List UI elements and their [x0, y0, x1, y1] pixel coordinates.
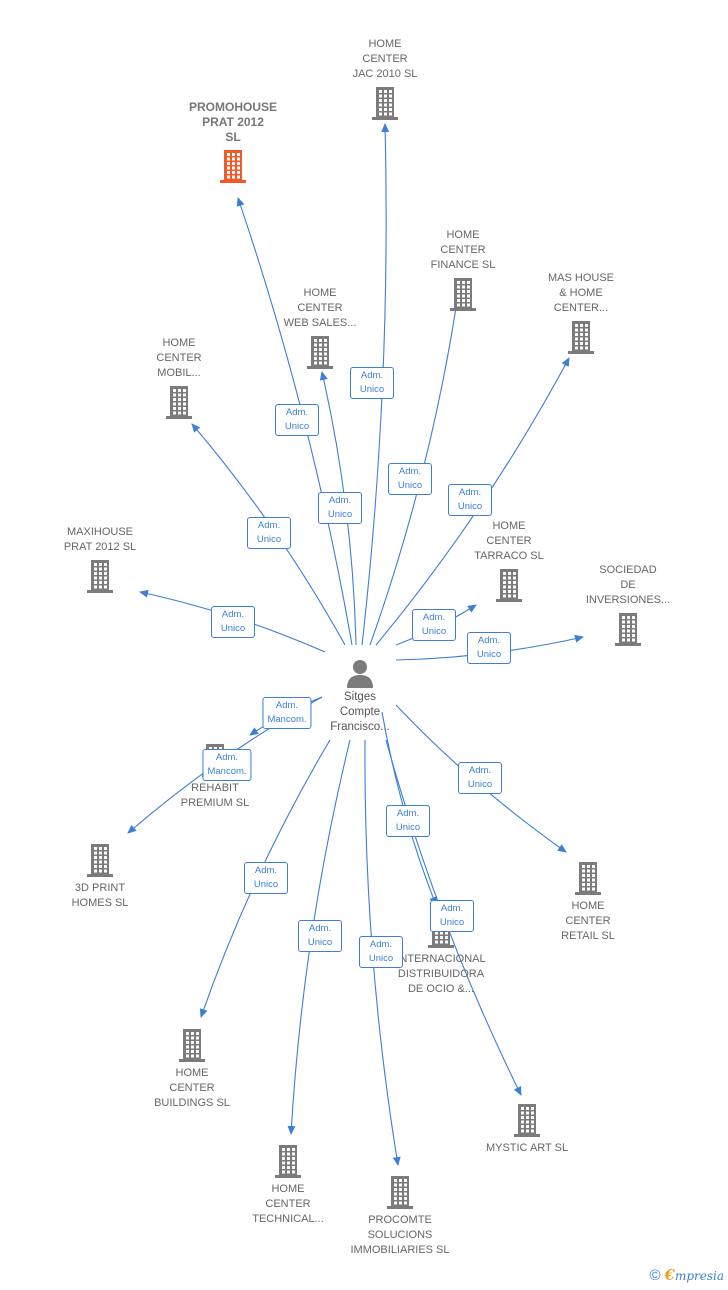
company-label: HOME CENTER TECHNICAL...	[252, 1183, 324, 1225]
brand-name: mpresia	[674, 1269, 724, 1283]
company-node-retail[interactable]: HOME CENTER RETAIL SL	[523, 860, 653, 944]
relation-label-finance[interactable]: Adm. Unico	[388, 463, 432, 495]
company-label: HOME CENTER MOBIL...	[156, 337, 202, 379]
relation-label-rehabit[interactable]: Adm. Mancom.	[262, 697, 312, 729]
company-label: HOME CENTER JAC 2010 SL	[352, 38, 418, 80]
building-icon	[450, 278, 476, 311]
relation-label-retail[interactable]: Adm. Unico	[458, 762, 502, 794]
building-icon	[166, 386, 192, 419]
company-node-procomte[interactable]: PROCOMTE SOLUCIONS IMMOBILIARIES SL	[335, 1174, 465, 1258]
brand-logo[interactable]: €mpresia	[665, 1266, 725, 1284]
company-label: MAXIHOUSE PRAT 2012 SL	[63, 526, 137, 553]
building-icon	[87, 844, 113, 877]
relation-label-jac2010[interactable]: Adm. Unico	[350, 367, 394, 399]
relation-label-3dprint[interactable]: Adm. Mancom.	[202, 749, 252, 781]
building-icon	[514, 1104, 540, 1137]
company-node-buildings[interactable]: HOME CENTER BUILDINGS SL	[127, 1027, 257, 1111]
building-icon	[387, 1176, 413, 1209]
copyright-symbol: ©	[649, 1266, 661, 1284]
company-label: INTERNACIONAL DISTRIBUIDORA DE OCIO &...	[396, 953, 486, 995]
relation-label-promohouse[interactable]: Adm. Unico	[275, 404, 319, 436]
relation-label-tarraco[interactable]: Adm. Unico	[412, 609, 456, 641]
building-highlight-icon	[220, 150, 246, 183]
building-icon	[496, 569, 522, 602]
company-node-promohouse[interactable]: PROMOHOUSE PRAT 2012 SL	[168, 100, 298, 184]
relation-label-technical[interactable]: Adm. Unico	[298, 920, 342, 952]
relation-label-mashouse[interactable]: Adm. Unico	[448, 484, 492, 516]
center-person-label: Sitges Compte Francisco...	[330, 691, 390, 733]
building-icon	[372, 87, 398, 120]
footer-credit: © €mpresia	[649, 1266, 724, 1284]
building-icon	[275, 1145, 301, 1178]
company-label: PROCOMTE SOLUCIONS IMMOBILIARIES SL	[350, 1214, 450, 1256]
relation-label-procomte[interactable]: Adm. Unico	[359, 936, 403, 968]
relation-label-mystic[interactable]: Adm. Unico	[430, 900, 474, 932]
building-icon	[568, 321, 594, 354]
company-label: REHABIT PREMIUM SL	[180, 782, 250, 809]
relation-label-internacional[interactable]: Adm. Unico	[386, 805, 430, 837]
company-node-3dprint[interactable]: 3D PRINT HOMES SL	[35, 842, 165, 911]
company-node-jac2010[interactable]: HOME CENTER JAC 2010 SL	[320, 37, 450, 121]
company-label: HOME CENTER WEB SALES...	[283, 287, 357, 329]
company-label: HOME CENTER RETAIL SL	[561, 900, 615, 942]
company-node-mystic[interactable]: MYSTIC ART SL	[462, 1102, 592, 1156]
company-label: HOME CENTER TARRACO SL	[474, 520, 544, 562]
company-label: 3D PRINT HOMES SL	[71, 882, 129, 909]
company-node-mashouse[interactable]: MAS HOUSE & HOME CENTER...	[516, 271, 646, 355]
company-label: SOCIEDAD DE INVERSIONES...	[585, 564, 671, 606]
company-label: HOME CENTER FINANCE SL	[430, 229, 496, 271]
person-icon	[347, 660, 373, 688]
company-label: PROMOHOUSE PRAT 2012 SL	[188, 100, 277, 144]
building-icon	[87, 560, 113, 593]
company-node-sociedad[interactable]: SOCIEDAD DE INVERSIONES...	[563, 563, 693, 647]
company-node-mobil[interactable]: HOME CENTER MOBIL...	[114, 336, 244, 420]
brand-initial: €	[664, 1266, 675, 1284]
building-icon	[575, 862, 601, 895]
company-node-technical[interactable]: HOME CENTER TECHNICAL...	[223, 1143, 353, 1227]
relation-label-buildings[interactable]: Adm. Unico	[244, 862, 288, 894]
company-label: HOME CENTER BUILDINGS SL	[154, 1067, 230, 1109]
building-icon	[615, 613, 641, 646]
building-icon	[307, 336, 333, 369]
company-label: MYSTIC ART SL	[485, 1142, 569, 1154]
relation-label-sociedad[interactable]: Adm. Unico	[467, 632, 511, 664]
relation-label-websales[interactable]: Adm. Unico	[318, 492, 362, 524]
company-node-websales[interactable]: HOME CENTER WEB SALES...	[255, 286, 385, 370]
building-icon	[179, 1029, 205, 1062]
relation-label-maxihouse[interactable]: Adm. Unico	[211, 606, 255, 638]
company-node-tarraco[interactable]: HOME CENTER TARRACO SL	[444, 519, 574, 603]
company-label: MAS HOUSE & HOME CENTER...	[547, 272, 614, 314]
company-node-finance[interactable]: HOME CENTER FINANCE SL	[398, 228, 528, 312]
relation-label-mobil[interactable]: Adm. Unico	[247, 517, 291, 549]
center-person-node[interactable]: Sitges Compte Francisco...	[305, 658, 415, 735]
company-node-maxihouse[interactable]: MAXIHOUSE PRAT 2012 SL	[35, 525, 165, 594]
